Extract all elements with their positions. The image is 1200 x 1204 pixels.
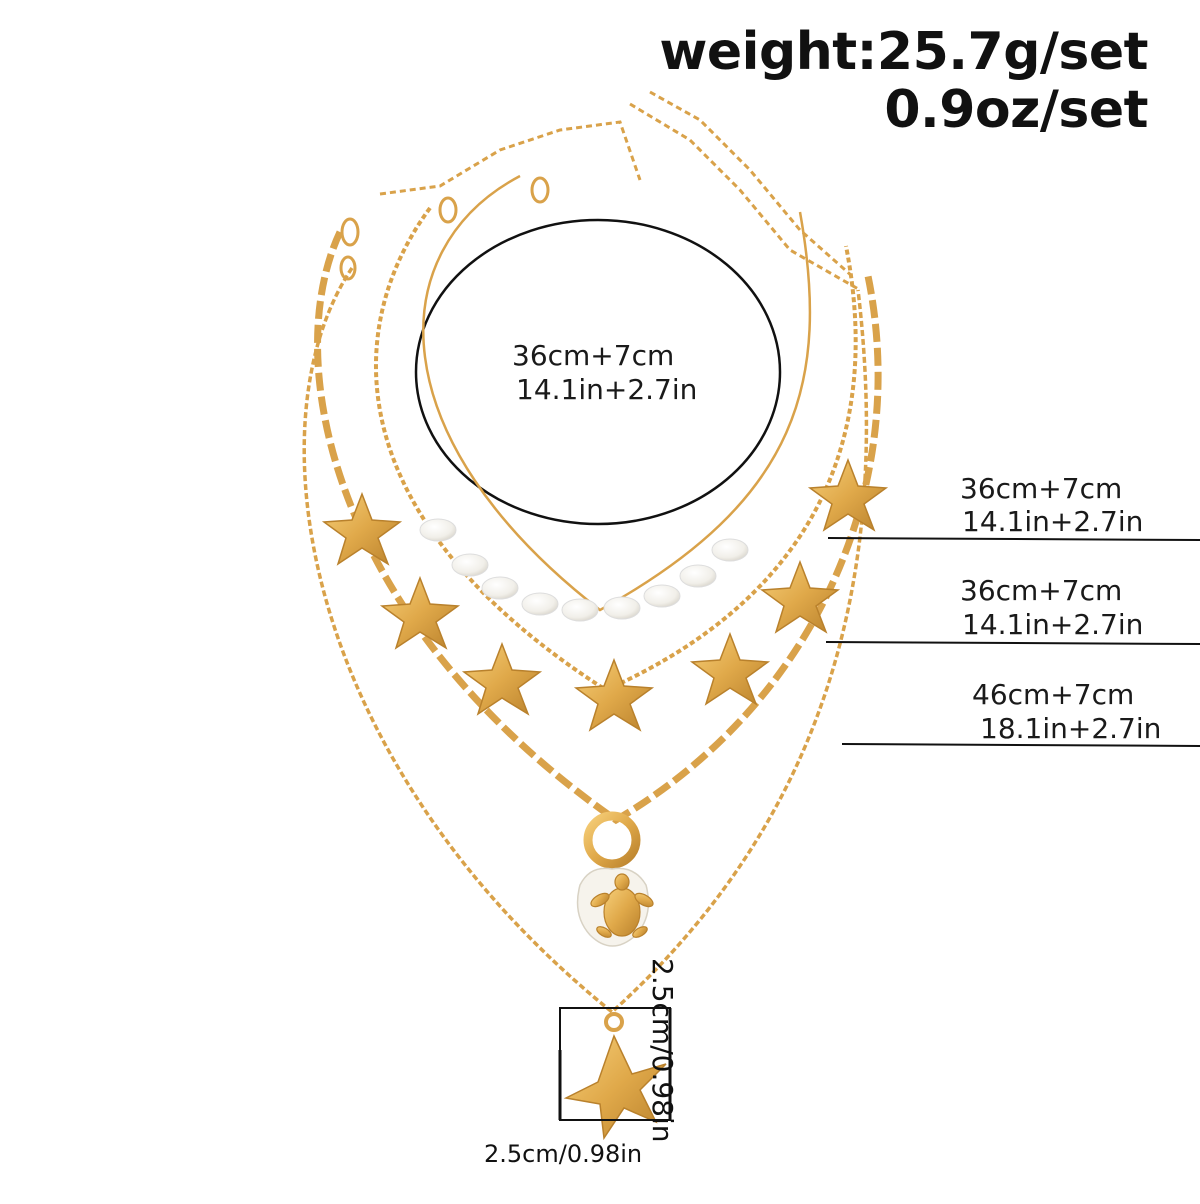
chain-3-length-in: 18.1in+2.7in [980, 712, 1162, 745]
leader-line-2 [825, 641, 1200, 645]
starfish-icon [573, 657, 655, 732]
chain-2-length-in: 14.1in+2.7in [962, 608, 1144, 641]
starfish-icon [807, 457, 889, 532]
choker-length-in: 14.1in+2.7in [516, 373, 698, 406]
pendant-width-label: 2.5cm/0.98in [484, 1140, 643, 1168]
starfish-charms [321, 457, 889, 732]
starfish-icon [379, 575, 461, 650]
leader-line-3 [841, 743, 1200, 747]
starfish-pendant-icon [563, 1034, 667, 1141]
starfish-icon [689, 631, 771, 706]
starfish-icon [759, 559, 841, 634]
extender-chain-3 [629, 102, 861, 292]
weight-grams: weight:25.7g/set [659, 22, 1148, 82]
size-circle [414, 218, 782, 526]
chain-1-length-in: 14.1in+2.7in [962, 505, 1144, 538]
extender-chain-1 [379, 120, 642, 196]
ring-charm [583, 811, 641, 869]
weight-ounces: 0.9oz/set [884, 80, 1148, 140]
starfish-icon [321, 491, 403, 566]
choker-length-cm: 36cm+7cm [512, 339, 675, 372]
chain-3-length-cm: 46cm+7cm [972, 678, 1135, 711]
chain-2-length-cm: 36cm+7cm [960, 574, 1123, 607]
chain-starfish [374, 206, 858, 693]
turtle-icon [590, 873, 654, 938]
chain-1-length-cm: 36cm+7cm [960, 472, 1123, 505]
extender-chain-2 [649, 90, 853, 278]
chain-paperclip [314, 230, 882, 825]
chain-outer [302, 267, 869, 1015]
pendant-bail [604, 1012, 624, 1032]
pendant-height-label: 2.5cm/0.98in [646, 958, 679, 1143]
leader-line-1 [827, 537, 1200, 541]
starfish-icon [461, 641, 543, 716]
pearl-beads [419, 518, 749, 622]
clasp-icon [339, 176, 550, 281]
